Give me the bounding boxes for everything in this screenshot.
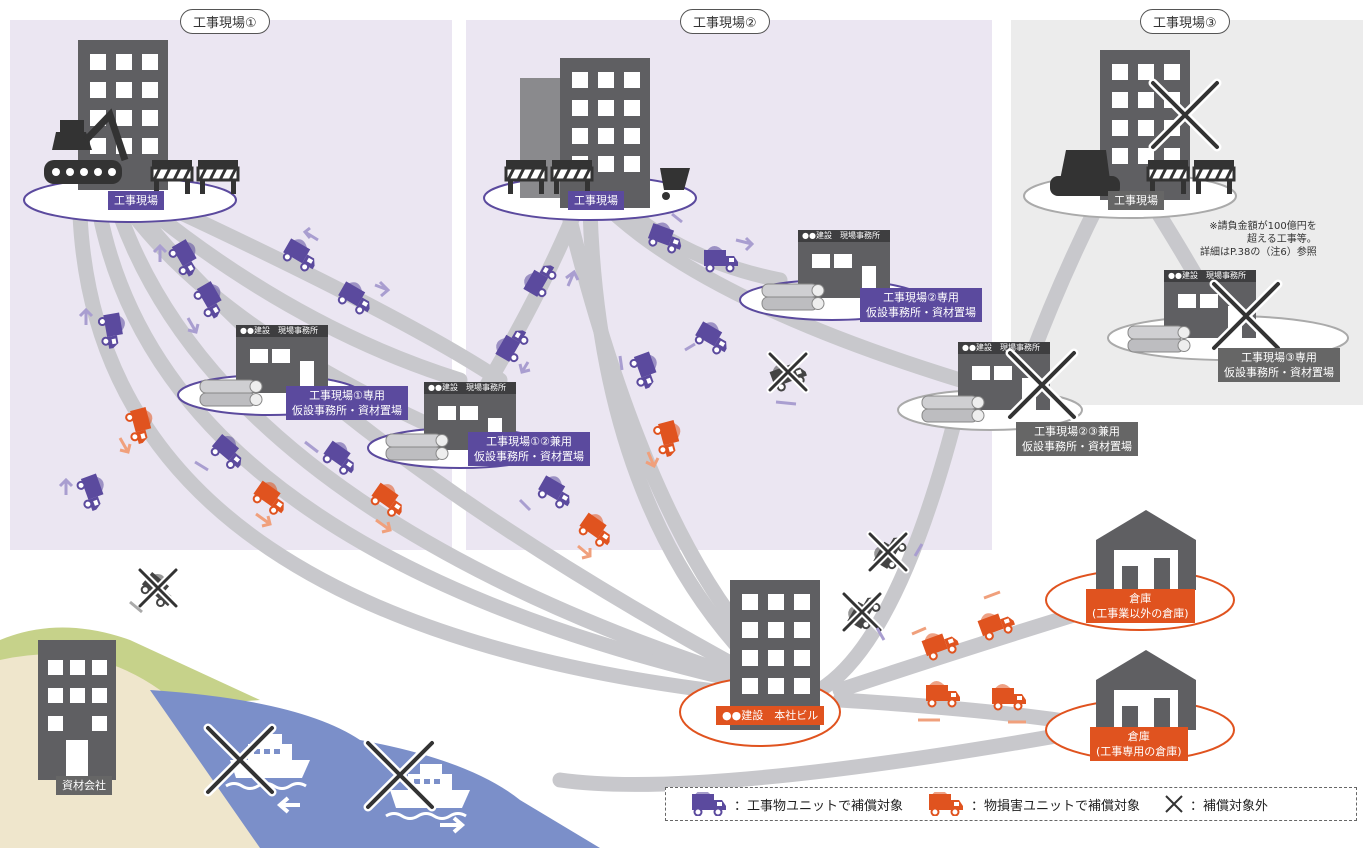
legend-purple-label: ：工事物ユニットで補償対象 <box>734 798 904 814</box>
office-12-line-2: 仮設事務所・資材置場 <box>474 450 584 463</box>
note-line-3: 詳細はP.38の（注6）参照 <box>1200 247 1317 258</box>
warehouse-2-line-2: (工事専用の倉庫) <box>1096 745 1182 758</box>
warehouse-1-line-1: 倉庫 <box>1129 592 1152 605</box>
office-2-line-2: 仮設事務所・資材置場 <box>866 306 976 319</box>
site1-badge: 工事現場 <box>108 191 164 210</box>
site1-title: 工事現場① <box>180 9 270 34</box>
legend-item-purple: ：工事物ユニットで補償対象 <box>688 792 903 816</box>
office-3-line-1: 工事現場③専用 <box>1241 351 1317 364</box>
office-23-icon <box>897 342 1083 431</box>
warehouse-2-line-1: 倉庫 <box>1127 730 1150 743</box>
hq-label: ●●建設 本社ビル <box>716 706 825 725</box>
direction-arrows <box>58 212 1026 724</box>
legend-item-orange: ：物損害ユニットで補償対象 <box>925 792 1140 816</box>
office-1-sign: ●●建設 現場事務所 <box>240 326 318 335</box>
warehouse-1-label: 倉庫 (工事業以外の倉庫) <box>1086 589 1195 623</box>
office-3-label: 工事現場③専用 仮設事務所・資材置場 <box>1218 348 1340 382</box>
cross-icon <box>1165 795 1183 813</box>
legend-cross-label: ：補償対象外 <box>1190 798 1269 814</box>
legend-item-cross: ：補償対象外 <box>1162 792 1268 816</box>
ship-left-icon <box>208 728 312 814</box>
office-23-label: 工事現場②③兼用 仮設事務所・資材置場 <box>1016 422 1138 456</box>
office-3-icon <box>1107 270 1349 361</box>
office-23-line-2: 仮設事務所・資材置場 <box>1022 440 1132 453</box>
note-line-1: ※請負金額が100億円を <box>1209 221 1317 232</box>
purple-truck-icon <box>691 792 727 816</box>
warehouse-1-line-2: (工事業以外の倉庫) <box>1092 607 1189 620</box>
office-1-line-2: 仮設事務所・資材置場 <box>292 404 402 417</box>
legend-orange-label: ：物損害ユニットで補償対象 <box>971 798 1141 814</box>
office-1-label: 工事現場①専用 仮設事務所・資材置場 <box>286 386 408 420</box>
office-3-sign: ●●建設 現場事務所 <box>1168 271 1246 280</box>
office-2-line-1: 工事現場②専用 <box>883 291 959 304</box>
warehouse-2-label: 倉庫 (工事専用の倉庫) <box>1090 727 1188 761</box>
office-12-line-1: 工事現場①②兼用 <box>486 435 572 448</box>
orange-truck-icon <box>928 792 965 816</box>
office-1-line-1: 工事現場①専用 <box>309 389 385 402</box>
office-3-line-2: 仮設事務所・資材置場 <box>1224 366 1334 379</box>
site3-badge: 工事現場 <box>1108 191 1164 210</box>
site2-badge: 工事現場 <box>568 191 624 210</box>
office-2-sign: ●●建設 現場事務所 <box>802 231 880 240</box>
office-12-sign: ●●建設 現場事務所 <box>428 383 506 392</box>
supplier-label: 資材会社 <box>56 776 112 795</box>
office-2-label: 工事現場②専用 仮設事務所・資材置場 <box>860 288 982 322</box>
ship-right-icon <box>368 743 472 834</box>
supplier-shore <box>0 627 600 848</box>
contract-note: ※請負金額が100億円を 超える工事等。 詳細はP.38の（注6）参照 <box>1200 220 1317 259</box>
office-23-line-1: 工事現場②③兼用 <box>1034 425 1120 438</box>
office-23-sign: ●●建設 現場事務所 <box>962 343 1040 352</box>
legend: ：工事物ユニットで補償対象 ：物損害ユニットで補償対象 ：補償対象外 <box>665 787 1357 821</box>
site3-title: 工事現場③ <box>1140 9 1230 34</box>
note-line-2: 超える工事等。 <box>1247 234 1317 245</box>
site2-title: 工事現場② <box>680 9 770 34</box>
office-12-label: 工事現場①②兼用 仮設事務所・資材置場 <box>468 432 590 466</box>
